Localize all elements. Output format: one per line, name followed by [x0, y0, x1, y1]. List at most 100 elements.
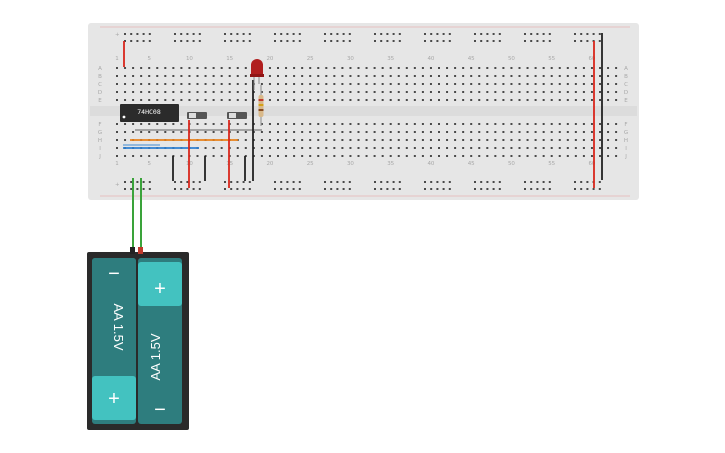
breadboard-hole[interactable]	[558, 91, 561, 93]
breadboard-hole[interactable]	[480, 188, 483, 190]
breadboard-hole[interactable]	[470, 147, 473, 149]
breadboard-hole[interactable]	[132, 155, 135, 157]
breadboard-hole[interactable]	[413, 147, 416, 149]
breadboard-hole[interactable]	[615, 99, 618, 101]
breadboard-hole[interactable]	[478, 75, 481, 77]
breadboard-hole[interactable]	[244, 123, 247, 125]
breadboard-hole[interactable]	[212, 155, 215, 157]
breadboard-hole[interactable]	[550, 83, 553, 85]
breadboard-hole[interactable]	[413, 131, 416, 133]
breadboard-hole[interactable]	[142, 181, 145, 183]
breadboard-hole[interactable]	[309, 139, 312, 141]
breadboard-hole[interactable]	[325, 99, 328, 101]
breadboard-hole[interactable]	[486, 33, 489, 35]
breadboard-hole[interactable]	[502, 155, 505, 157]
breadboard-hole[interactable]	[454, 155, 457, 157]
breadboard-hole[interactable]	[480, 40, 483, 42]
breadboard-hole[interactable]	[405, 123, 408, 125]
breadboard-hole[interactable]	[228, 67, 231, 69]
breadboard-hole[interactable]	[142, 33, 145, 35]
breadboard-hole[interactable]	[212, 99, 215, 101]
breadboard-hole[interactable]	[301, 155, 304, 157]
breadboard-hole[interactable]	[248, 181, 251, 183]
breadboard-hole[interactable]	[220, 99, 223, 101]
breadboard-hole[interactable]	[446, 99, 449, 101]
breadboard-hole[interactable]	[380, 33, 383, 35]
breadboard-hole[interactable]	[317, 91, 320, 93]
breadboard-hole[interactable]	[486, 131, 489, 133]
breadboard-hole[interactable]	[582, 75, 585, 77]
breadboard-hole[interactable]	[242, 181, 245, 183]
breadboard-hole[interactable]	[574, 155, 577, 157]
breadboard-hole[interactable]	[116, 123, 118, 125]
breadboard-hole[interactable]	[230, 188, 233, 190]
breadboard-hole[interactable]	[462, 123, 465, 125]
breadboard-hole[interactable]	[486, 91, 489, 93]
breadboard-hole[interactable]	[542, 131, 545, 133]
breadboard-hole[interactable]	[116, 155, 118, 157]
breadboard-hole[interactable]	[192, 33, 195, 35]
breadboard-hole[interactable]	[365, 131, 368, 133]
breadboard-hole[interactable]	[244, 99, 247, 101]
breadboard-hole[interactable]	[196, 67, 199, 69]
breadboard-hole[interactable]	[357, 123, 360, 125]
breadboard-hole[interactable]	[198, 188, 201, 190]
breadboard-hole[interactable]	[136, 40, 139, 42]
breadboard-hole[interactable]	[518, 155, 521, 157]
breadboard-hole[interactable]	[421, 99, 424, 101]
breadboard-hole[interactable]	[542, 67, 545, 69]
breadboard-hole[interactable]	[429, 147, 432, 149]
breadboard-hole[interactable]	[389, 83, 392, 85]
breadboard-hole[interactable]	[140, 91, 143, 93]
breadboard-hole[interactable]	[349, 67, 352, 69]
breadboard-hole[interactable]	[510, 139, 513, 141]
breadboard-hole[interactable]	[518, 67, 521, 69]
breadboard-hole[interactable]	[293, 123, 296, 125]
breadboard-hole[interactable]	[349, 139, 352, 141]
breadboard-hole[interactable]	[615, 139, 618, 141]
breadboard-hole[interactable]	[397, 123, 400, 125]
breadboard-hole[interactable]	[292, 40, 295, 42]
breadboard-hole[interactable]	[132, 83, 135, 85]
breadboard-hole[interactable]	[454, 83, 457, 85]
breadboard-hole[interactable]	[494, 139, 497, 141]
breadboard-hole[interactable]	[462, 99, 465, 101]
breadboard-hole[interactable]	[558, 131, 561, 133]
breadboard-hole[interactable]	[486, 99, 489, 101]
breadboard-hole[interactable]	[492, 33, 495, 35]
breadboard-hole[interactable]	[140, 123, 143, 125]
breadboard-hole[interactable]	[230, 181, 233, 183]
breadboard-hole[interactable]	[438, 83, 440, 85]
breadboard-hole[interactable]	[524, 33, 526, 35]
breadboard-hole[interactable]	[140, 155, 143, 157]
breadboard-hole[interactable]	[365, 123, 368, 125]
breadboard-hole[interactable]	[530, 33, 533, 35]
breadboard-hole[interactable]	[309, 147, 312, 149]
breadboard-hole[interactable]	[188, 83, 191, 85]
breadboard-hole[interactable]	[526, 83, 529, 85]
breadboard-hole[interactable]	[192, 40, 195, 42]
breadboard-hole[interactable]	[274, 188, 276, 190]
breadboard-hole[interactable]	[405, 147, 408, 149]
breadboard-hole[interactable]	[429, 67, 432, 69]
breadboard-hole[interactable]	[580, 33, 583, 35]
breadboard-hole[interactable]	[186, 33, 189, 35]
breadboard-hole[interactable]	[438, 75, 440, 77]
breadboard-hole[interactable]	[470, 83, 473, 85]
breadboard-hole[interactable]	[510, 123, 513, 125]
breadboard-hole[interactable]	[336, 40, 339, 42]
breadboard-hole[interactable]	[526, 147, 529, 149]
breadboard-hole[interactable]	[534, 91, 537, 93]
breadboard-hole[interactable]	[381, 139, 384, 141]
breadboard-hole[interactable]	[212, 131, 215, 133]
breadboard-hole[interactable]	[534, 83, 537, 85]
breadboard-hole[interactable]	[292, 188, 295, 190]
breadboard-hole[interactable]	[325, 147, 328, 149]
breadboard-hole[interactable]	[260, 123, 263, 125]
breadboard-hole[interactable]	[373, 147, 376, 149]
breadboard-hole[interactable]	[324, 40, 326, 42]
breadboard-hole[interactable]	[268, 67, 271, 69]
breadboard-hole[interactable]	[405, 75, 408, 77]
breadboard-hole[interactable]	[510, 75, 513, 77]
breadboard-hole[interactable]	[285, 91, 288, 93]
